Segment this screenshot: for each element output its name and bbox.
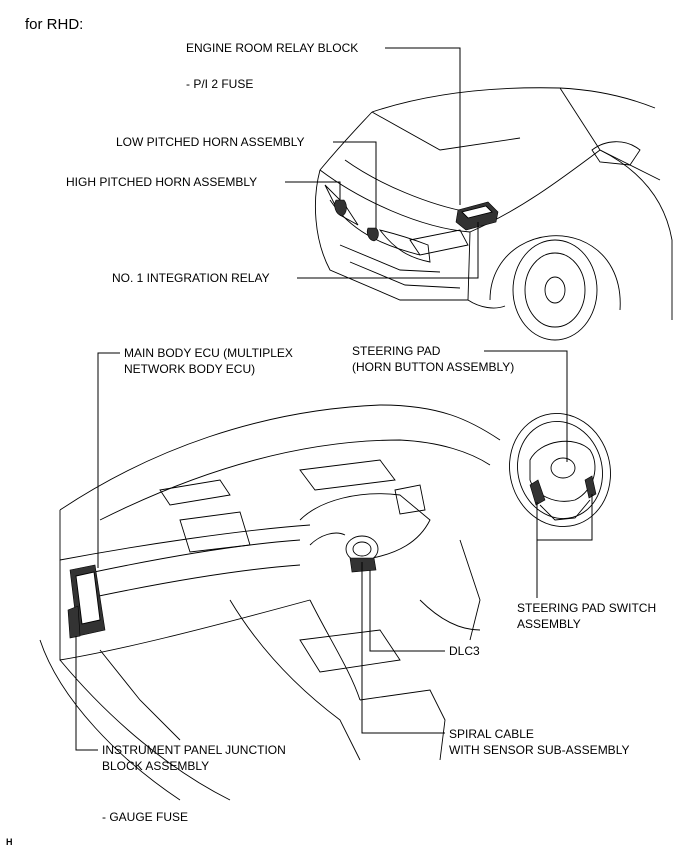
label-dlc3: DLC3 [449, 644, 480, 658]
label-no1-integration-relay: NO. 1 INTEGRATION RELAY [112, 271, 270, 285]
label-engine-room-relay-block: ENGINE ROOM RELAY BLOCK [186, 41, 359, 55]
corner-mark: H [6, 837, 13, 847]
label-steering-pad-switch-line2: ASSEMBLY [517, 617, 581, 631]
dashboard-illustration [39, 404, 501, 801]
label-main-body-ecu-line1: MAIN BODY ECU (MULTIPLEX [124, 346, 293, 360]
label-instrument-panel-jb-line1: INSTRUMENT PANEL JUNCTION [102, 743, 286, 757]
label-main-body-ecu-line2: NETWORK BODY ECU) [124, 362, 256, 376]
label-steering-pad-line1: STEERING PAD [352, 344, 441, 358]
label-pi2-fuse: - P/I 2 FUSE [186, 77, 254, 91]
steering-wheel-illustration [509, 412, 611, 528]
label-low-pitched-horn: LOW PITCHED HORN ASSEMBLY [116, 135, 305, 149]
label-steering-pad-line2: (HORN BUTTON ASSEMBLY) [352, 360, 515, 374]
leader-lines [75, 47, 593, 751]
page-heading: for RHD: [25, 16, 84, 33]
label-spiral-cable-line1: SPIRAL CABLE [449, 727, 534, 741]
label-gauge-fuse: - GAUGE FUSE [102, 810, 189, 824]
label-spiral-cable-line2: WITH SENSOR SUB-ASSEMBLY [449, 743, 630, 757]
label-steering-pad-switch-line1: STEERING PAD SWITCH [517, 601, 657, 615]
label-high-pitched-horn: HIGH PITCHED HORN ASSEMBLY [66, 175, 258, 189]
car-front-illustration [314, 87, 673, 341]
label-instrument-panel-jb-line2: BLOCK ASSEMBLY [102, 759, 210, 773]
